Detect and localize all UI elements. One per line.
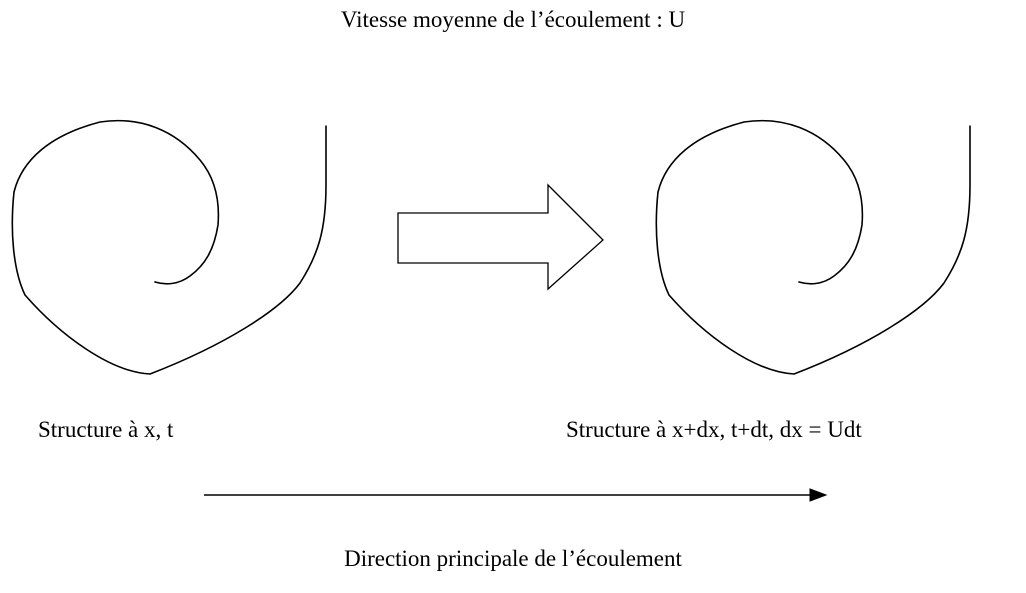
flow-direction-label: Direction principale de l’écoulement — [344, 546, 682, 571]
right-vortex-structure — [655, 119, 971, 375]
mean-velocity-title: Vitesse moyenne de l’écoulement : U — [340, 7, 686, 32]
left-vortex-structure — [11, 119, 327, 375]
transition-arrow — [397, 183, 604, 291]
right-structure-label: Structure à x+dx, t+dt, dx = Udt — [566, 417, 862, 442]
left-structure-label: Structure à x, t — [38, 417, 174, 442]
flow-direction-arrow — [204, 488, 828, 502]
